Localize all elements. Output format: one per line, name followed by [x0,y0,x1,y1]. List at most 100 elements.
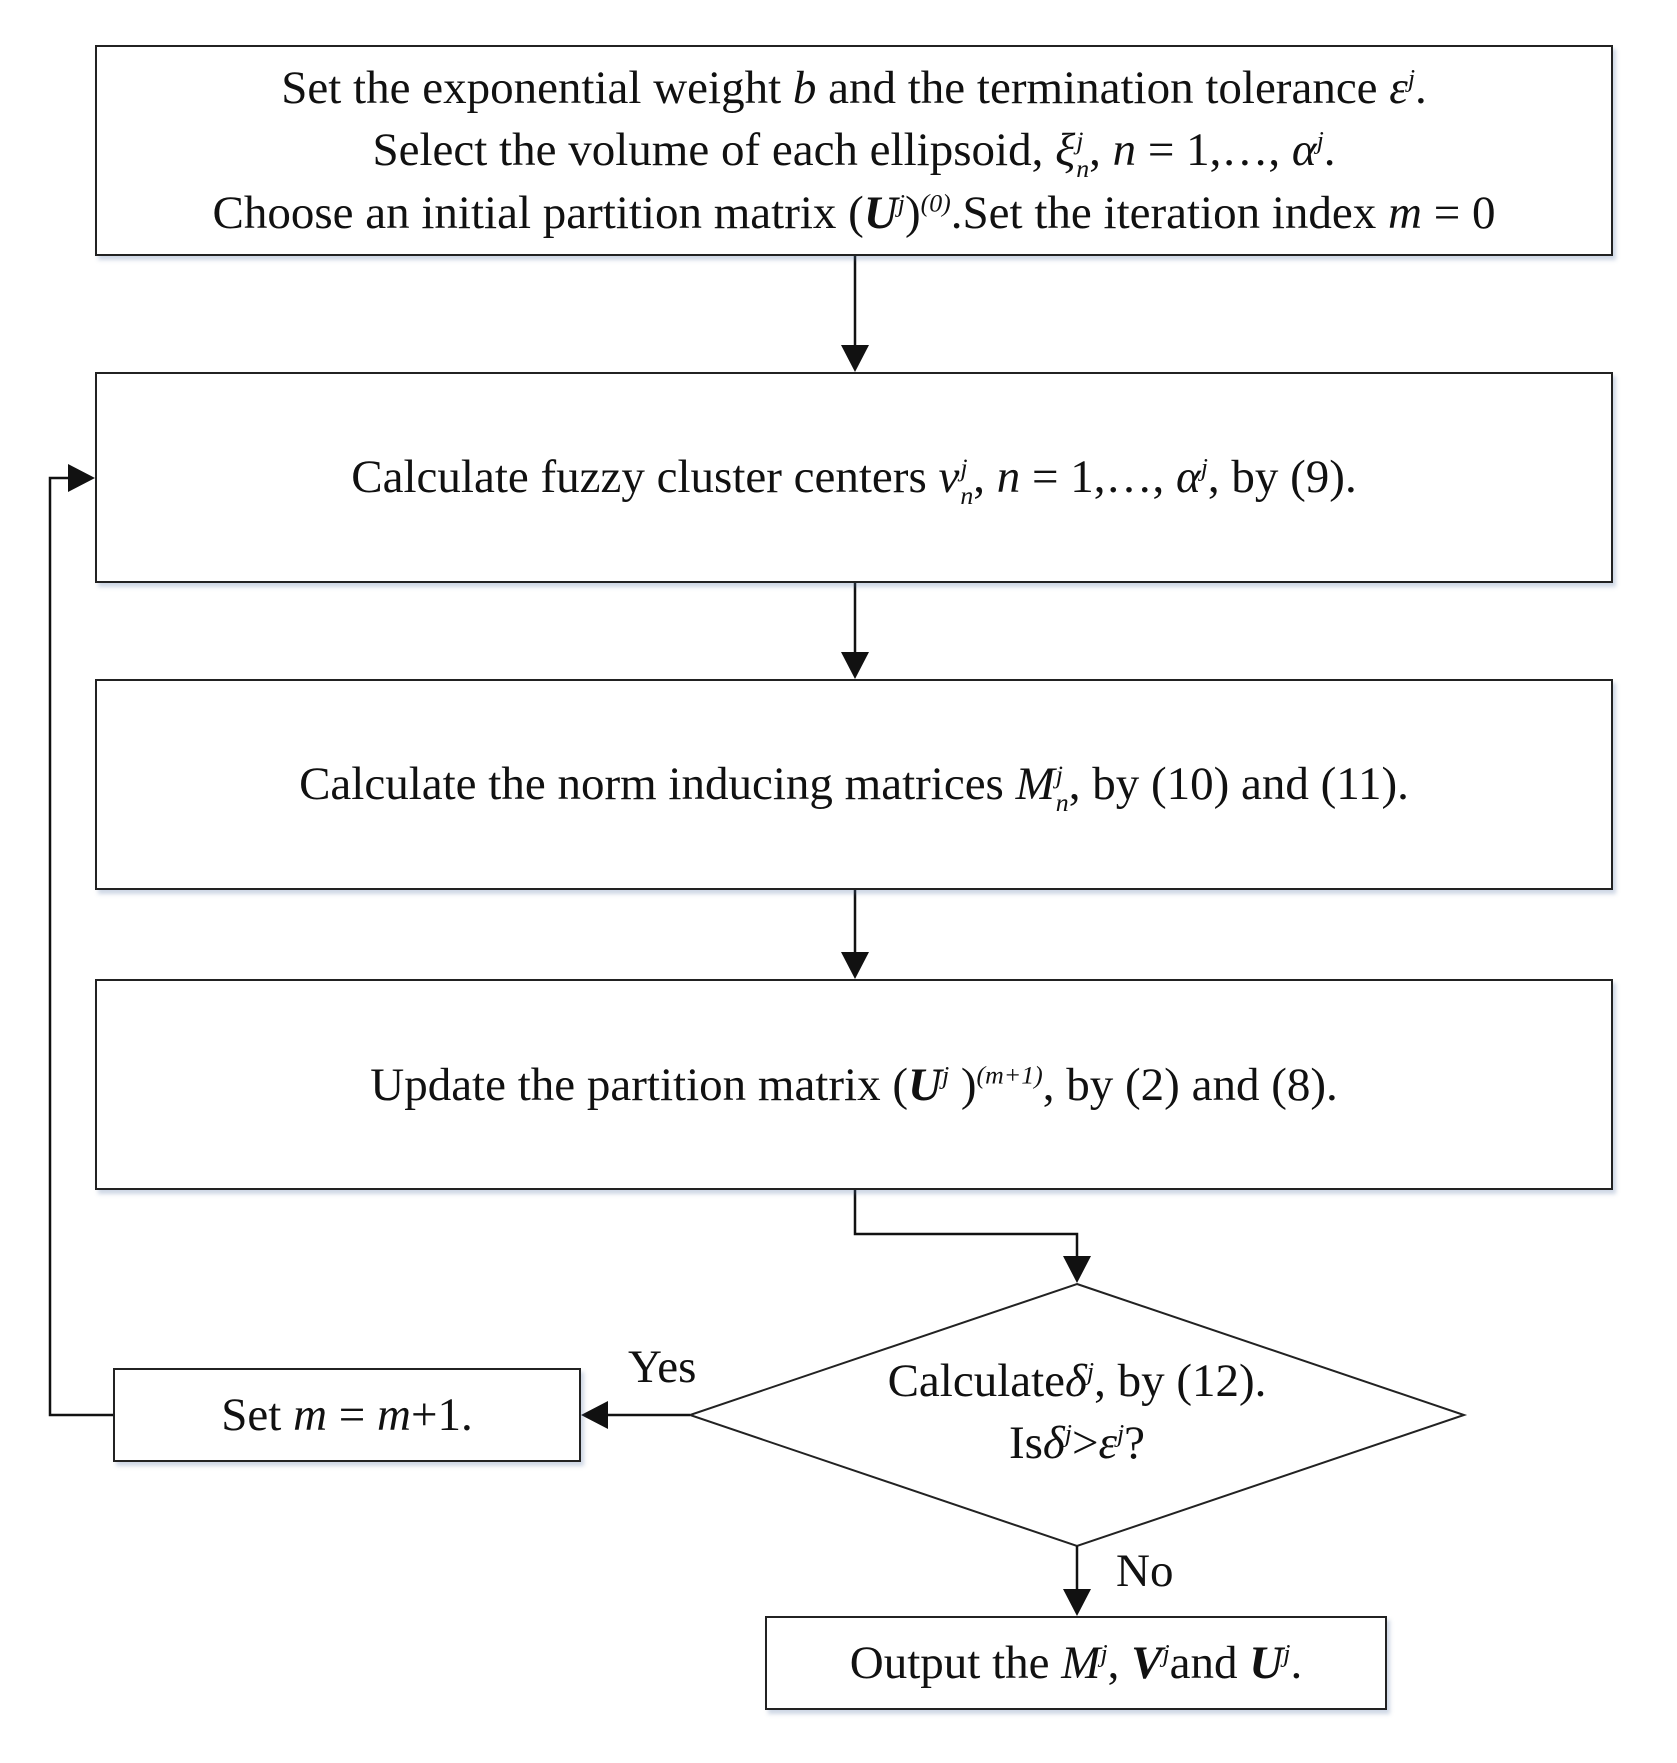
init-text: ) [904,186,921,239]
symbol-M: M [1015,758,1055,811]
output-text: Output the [849,1637,1062,1689]
set-m-line: Set m = m+1. [221,1384,473,1446]
superscript-j: j [960,453,968,483]
superscript-j: j [897,188,905,218]
superscript-0: (0) [920,188,951,218]
init-text: = 0 [1422,186,1496,239]
init-line-1: Set the exponential weight b and the ter… [281,57,1427,119]
decision-label: > [1071,1417,1099,1469]
init-text: and the termination tolerance [816,62,1390,115]
symbol-M: M [1061,1637,1101,1689]
centers-text: Calculate fuzzy cluster centers [351,451,939,504]
superscript-j: j [1316,125,1324,155]
arrowhead-update-to-decision [1063,1256,1091,1283]
symbol-epsilon: ε [1098,1417,1117,1469]
output-text: and [1169,1637,1250,1689]
setm-text: +1. [410,1389,473,1441]
symbol-n: n [1112,124,1137,177]
superscript-j: j [1064,1418,1072,1448]
arrow-loop-back [48,476,113,1417]
init-text: Choose an initial partition matrix ( [212,186,864,239]
decision-label: Calculate [887,1355,1066,1407]
norm-text: Calculate the norm inducing matrices [299,758,1016,811]
arrowhead-norm-to-update [841,952,869,979]
init-text: . [1323,124,1336,177]
decision-line-2: Isδj>εj? [780,1412,1374,1474]
init-text: . [1415,62,1427,115]
arrowhead-loop-back [68,464,95,492]
init-text: .Set the iteration index [950,186,1389,239]
superscript-j: j [1055,760,1063,790]
arrowhead-init-to-centers [841,345,869,372]
update-text: , by (2) and (8). [1042,1058,1338,1111]
superscript-j: j [1076,126,1084,156]
superscript-j: j [1116,1418,1125,1448]
symbol-alpha: α [1291,124,1317,177]
subscript-n: n [1055,787,1069,817]
centers-text: , [973,451,997,504]
superscript-j: j [1407,63,1416,93]
symbol-b: b [792,62,817,115]
decision-line-1: Calculateδj, by (12). [780,1350,1374,1412]
update-box: Update the partition matrix (Uj )(m+1), … [95,979,1613,1190]
symbol-U: U [863,186,898,239]
symbol-epsilon: ε [1389,62,1408,115]
update-line: Update the partition matrix (Uj )(m+1), … [370,1054,1338,1116]
decision-label: ? [1124,1417,1146,1469]
init-text: = 1,…, [1136,124,1292,177]
superscript-j: j [1086,1356,1095,1386]
symbol-m: m [377,1389,411,1441]
symbol-V: V [1131,1637,1163,1689]
superscript-j: j [1162,1638,1170,1668]
output-text: , [1107,1637,1132,1689]
yes-label: Yes [628,1341,697,1393]
superscript-j: j [1100,1638,1108,1668]
init-line-3: Choose an initial partition matrix (Uj)(… [212,182,1495,244]
symbol-delta: δ [1042,1417,1065,1469]
superscript-j: j [941,1059,950,1089]
subscript-n: n [960,480,974,510]
superscript-m-plus-1: (m+1) [976,1059,1043,1089]
superscript-j: j [1283,1638,1291,1668]
setm-text: Set [221,1389,294,1441]
output-text: . [1290,1637,1303,1689]
symbol-delta: δ [1065,1355,1087,1407]
decision-text: Calculateδj, by (12). Isδj>εj? [780,1350,1374,1474]
decision-label: Is [1008,1417,1043,1469]
output-line: Output the Mj, Vjand Uj. [850,1632,1302,1694]
update-text: Update the partition matrix ( [370,1058,908,1111]
symbol-n: n [996,451,1021,504]
symbol-U: U [1249,1637,1284,1689]
init-text: Set the exponential weight [281,62,793,115]
decision-label: , by (12). [1094,1355,1267,1407]
symbol-v: v [938,451,960,504]
no-label: No [1116,1545,1174,1597]
arrowhead-yes-to-setm [581,1401,608,1429]
centers-text: , by (9). [1207,451,1357,504]
setm-text: = [327,1389,378,1441]
arrowhead-centers-to-norm [841,652,869,679]
norm-text: , by (10) and (11). [1068,758,1409,811]
arrowhead-no-to-output [1063,1589,1091,1616]
symbol-alpha: α [1176,451,1201,504]
init-text: , [1089,124,1113,177]
subscript-n: n [1076,153,1090,183]
init-text: Select the volume of each ellipsoid, [372,124,1056,177]
symbol-m: m [293,1389,328,1441]
symbol-xi: ξ [1055,124,1076,177]
symbol-m: m [1388,186,1422,239]
output-box: Output the Mj, Vjand Uj. [765,1616,1387,1710]
superscript-j: j [1200,452,1208,482]
init-box: Set the exponential weight b and the ter… [95,45,1613,256]
centers-text: = 1,…, [1020,451,1177,504]
symbol-U: U [907,1058,942,1111]
set-m-box: Set m = m+1. [113,1368,581,1462]
